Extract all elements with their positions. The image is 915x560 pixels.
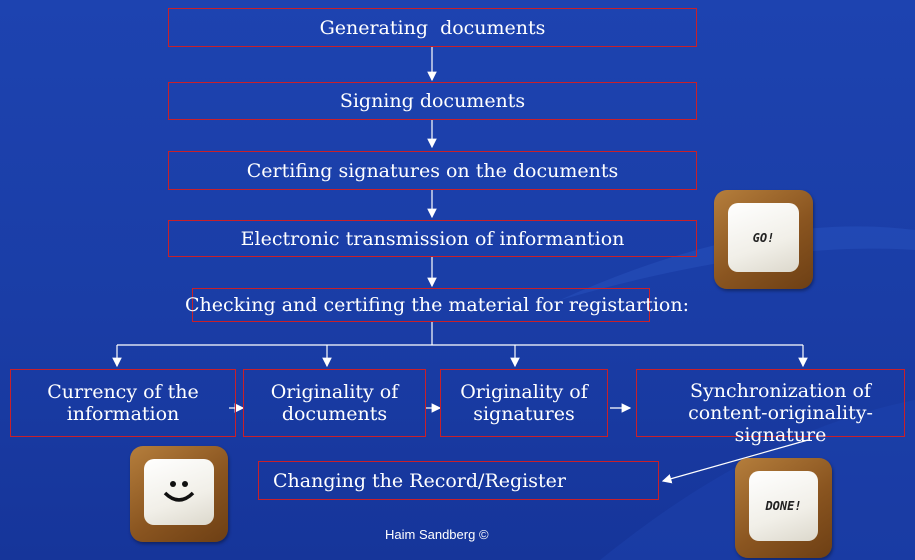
step-signing-documents: Signing documents — [168, 82, 697, 120]
branch-label: Originality of documents — [270, 381, 399, 425]
branch-originality-of-signatures: Originality of signatures — [440, 369, 608, 437]
step-changing-record: Changing the Record/Register — [258, 461, 659, 500]
branch-originality-of-documents: Originality of documents — [243, 369, 426, 437]
step-certifing-signatures: Certifing signatures on the documents — [168, 151, 697, 190]
step-label: Signing documents — [339, 90, 526, 112]
branch-synchronization: Synchronization of content-originality-s… — [636, 369, 905, 446]
step-label: Checking and certifing the material for … — [185, 294, 689, 316]
branch-label: Currency of the information — [47, 381, 199, 425]
go-key-face: GO! — [728, 203, 799, 272]
step-electronic-transmission: Electronic transmission of informantion — [168, 220, 697, 257]
step-label: Changing the Record/Register — [273, 469, 566, 492]
step-label: Electronic transmission of informantion — [240, 227, 625, 250]
step-checking-certifing: Checking and certifing the material for … — [185, 288, 689, 322]
smile-glyph-icon — [163, 481, 195, 502]
branch-label: Originality of signatures — [460, 381, 588, 425]
step-label: Generating documents — [319, 16, 546, 39]
done-key-face: DONE! — [749, 471, 818, 541]
done-key-icon: DONE! — [735, 458, 832, 558]
smile-key-icon — [130, 446, 228, 542]
go-key-icon: GO! — [714, 190, 813, 289]
step-label: Certifing signatures on the documents — [246, 159, 619, 182]
arrow-b4-final — [661, 439, 809, 484]
smile-key-face — [144, 459, 214, 525]
branch-label: Synchronization of content-originality-s… — [688, 380, 873, 446]
footer-credit: Haim Sandberg © — [385, 527, 489, 542]
branch-currency-of-information: Currency of the information — [10, 369, 236, 437]
step-generating-documents: Generating documents — [168, 8, 697, 47]
